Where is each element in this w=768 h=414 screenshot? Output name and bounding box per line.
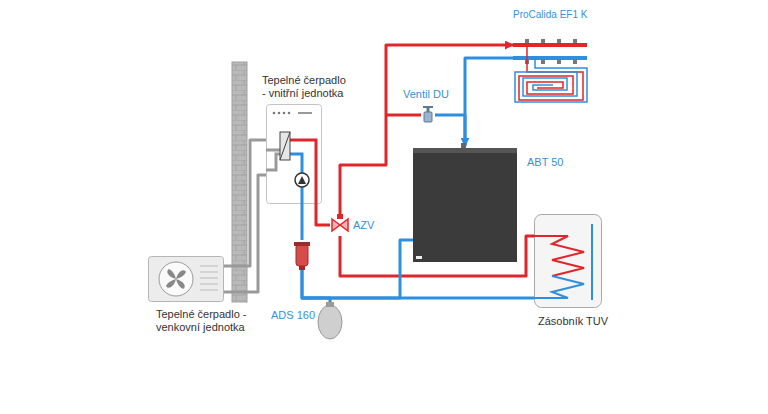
component-label: Ventil DU <box>403 88 463 101</box>
pipe-connector <box>224 175 266 292</box>
expansion-vessel <box>318 305 342 339</box>
component-label: Tepelné čerpadlo - venkovní jednotka <box>156 308 262 334</box>
bypass-valve: Ventil DU <box>421 106 435 124</box>
pipe-connector <box>302 240 413 298</box>
floor-heating-manifold: ProCalida EF1 K <box>513 28 593 102</box>
pipe-connector <box>316 204 330 225</box>
expansion-vessel-neck <box>326 302 334 307</box>
hot-water-tank-shape <box>534 214 602 308</box>
pipe-connector <box>224 140 266 266</box>
buffer-tank-shape <box>413 146 517 262</box>
component-label: ADS 160 <box>271 309 321 322</box>
indoor-unit-shape <box>266 104 322 204</box>
dirt-separator: ADS 160 <box>293 240 311 270</box>
zone-valve: AZV <box>330 214 350 236</box>
pipe-connector <box>302 270 534 298</box>
component-label: Tepelné čerpadlo - vnitřní jednotka <box>262 74 350 100</box>
bypass-pipe <box>386 114 421 117</box>
pipe-connector <box>465 58 513 146</box>
floor-heating-manifold-shape <box>513 28 593 102</box>
component-label: Zásobník TUV <box>538 315 628 328</box>
component-label: AZV <box>353 219 389 232</box>
component-label: ProCalida EF1 K <box>513 8 613 21</box>
bypass-valve-shape <box>421 106 435 124</box>
outdoor-unit: Tepelné čerpadlo - venkovní jednotka <box>148 256 224 302</box>
zone-valve-shape <box>330 214 350 236</box>
indoor-unit: Tepelné čerpadlo - vnitřní jednotka <box>266 104 322 204</box>
outdoor-unit-shape <box>148 256 224 302</box>
component-label: ABT 50 <box>527 156 577 169</box>
pipe-connector <box>435 115 465 146</box>
pipe-connector <box>301 204 304 240</box>
hot-water-tank: Zásobník TUV <box>534 214 602 308</box>
dirt-separator-shape <box>293 240 311 270</box>
buffer-tank: ABT 50 <box>413 146 517 262</box>
